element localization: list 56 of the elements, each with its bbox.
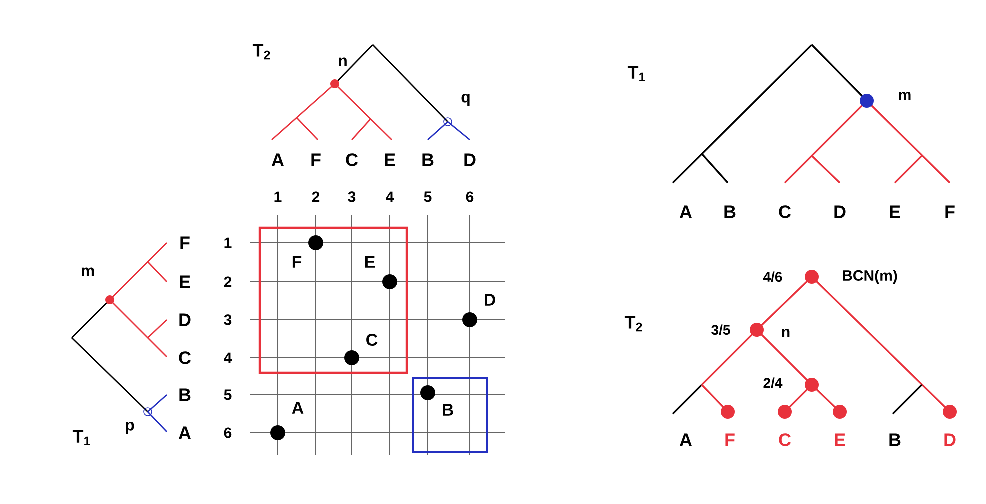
tree-label: T$_{2}$ (624, 316, 642, 332)
leaf-label: B (890, 434, 901, 446)
node-label: m (899, 92, 911, 100)
row-number: 3 (224, 314, 232, 326)
node-label: m (82, 268, 94, 276)
row-number: 1 (224, 238, 232, 248)
leaf-label: E (835, 434, 846, 446)
row-number: 2 (224, 276, 232, 288)
point-label: A (292, 402, 304, 414)
leaf-label: A (178, 426, 192, 440)
column-number: 4 (386, 192, 394, 202)
tree-label: T$_{1}$ (72, 430, 90, 446)
leaf-label: E (385, 154, 396, 166)
leaf-label: E (180, 276, 190, 288)
leaf-label: B (422, 154, 434, 166)
leaf-label: A (680, 206, 692, 218)
tree-label: T$_{1}$ (628, 66, 646, 82)
point-label: F (292, 256, 302, 268)
row-number: 4 (224, 352, 232, 364)
leaf-label: C (779, 434, 792, 446)
leaf-label: A (272, 154, 284, 166)
leaf-label: F (726, 434, 735, 446)
node-label: n (782, 328, 790, 338)
leaf-label: B (180, 388, 191, 402)
column-number: 1 (274, 192, 282, 202)
leaf-label: D (944, 434, 956, 446)
column-number: 3 (348, 192, 356, 202)
column-number: 2 (312, 192, 320, 202)
leaf-label: A (680, 434, 692, 446)
node-label: 2/4 (764, 378, 783, 388)
row-number: 6 (224, 428, 232, 438)
point-label: C (366, 334, 378, 346)
column-number: 5 (424, 192, 432, 202)
leaf-label: B (724, 206, 736, 218)
leaf-label: E (890, 206, 900, 218)
leaf-label: D (464, 154, 476, 166)
leaf-label: C (779, 206, 792, 218)
column-number: 6 (466, 192, 474, 202)
leaf-label: D (834, 206, 846, 218)
row-number: 5 (224, 390, 232, 400)
leaf-label: D (180, 314, 191, 326)
node-label: p (126, 422, 134, 434)
node-label: 3/5 (712, 324, 730, 336)
leaf-label: F (180, 236, 190, 250)
leaf-label: C (179, 352, 192, 364)
node-label: n (339, 58, 347, 66)
node-label: 4/6 (764, 272, 782, 282)
leaf-label: F (312, 154, 321, 166)
leaf-label: C (346, 154, 358, 166)
leaf-label: F (946, 206, 955, 218)
point-label: E (365, 256, 376, 268)
node-label: q (462, 94, 470, 106)
point-label: D (485, 294, 496, 306)
tree-label: T$_{2}$ (252, 44, 270, 60)
point-label: B (443, 404, 454, 416)
node-label: BCN(m) (843, 270, 898, 284)
